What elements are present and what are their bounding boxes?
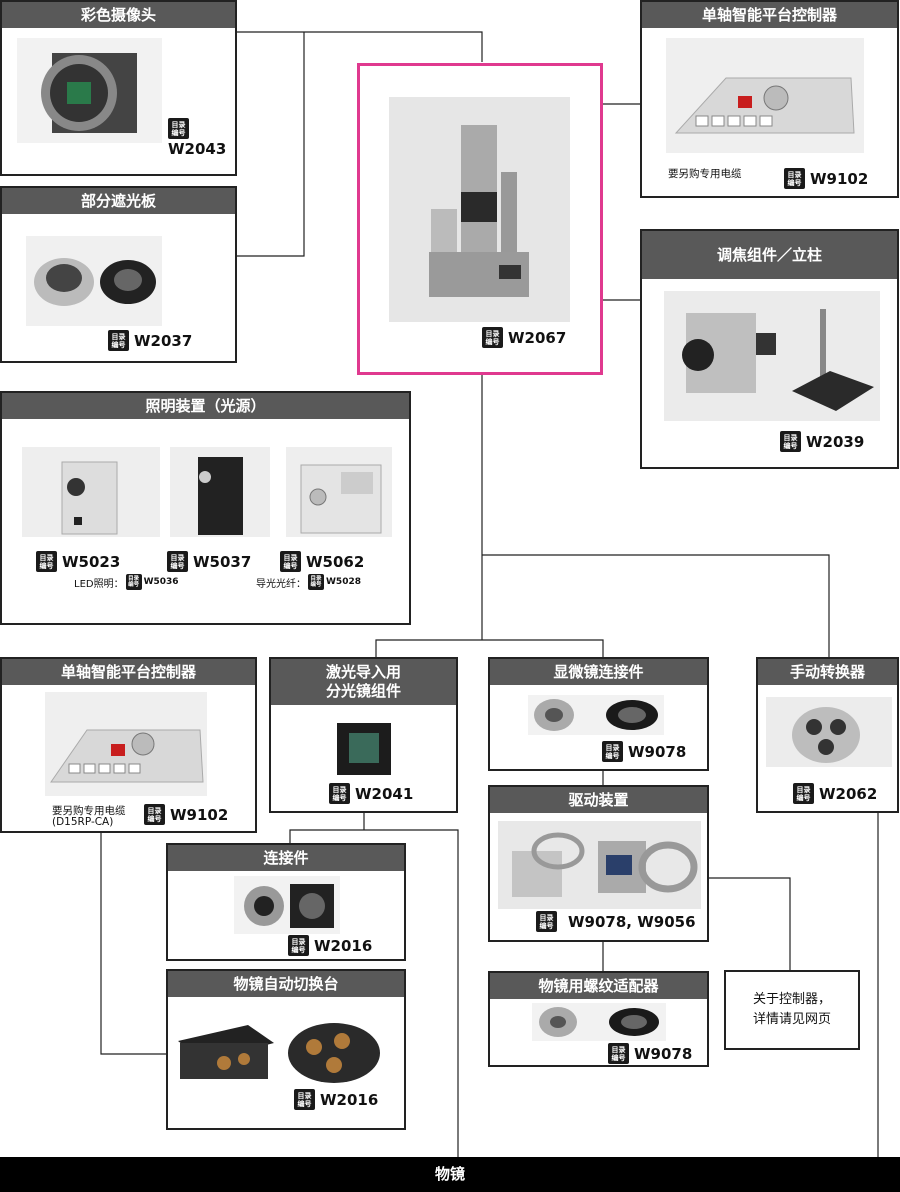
catalog-badge-icon: 目录编号 xyxy=(536,911,557,932)
scope-connector-box[interactable]: 显微镜连接件 目录编号 W9078 xyxy=(488,657,709,771)
controller-top-photo xyxy=(666,38,864,153)
connector-box[interactable]: 连接件 目录编号 W2016 xyxy=(166,843,406,961)
laser-photo xyxy=(329,715,399,781)
controller-top-box[interactable]: 单轴智能平台控制器 要另购专用电缆 目录编号 W9102 xyxy=(640,0,899,198)
camera-box[interactable]: 彩色摄像头 目录编号 W2043 xyxy=(0,0,237,176)
manual-revolver-box[interactable]: 手动转换器 目录编号 W2062 xyxy=(756,657,899,813)
catalog-badge-icon: 目录编号 xyxy=(36,551,57,572)
connector-title: 连接件 xyxy=(168,845,404,871)
thread-adapter-code: 目录编号 W9078 xyxy=(608,1043,692,1064)
catalog-badge-icon: 目录编号 xyxy=(167,551,188,572)
controller-left-code: 目录编号 W9102 xyxy=(144,804,228,825)
auto-switch-code: 目录编号 W2016 xyxy=(294,1089,378,1110)
auto-switch-title: 物镜自动切换台 xyxy=(168,971,404,997)
shade-code: 目录编号 W2037 xyxy=(108,330,192,351)
controller-left-photo xyxy=(45,692,207,796)
objective-footer: 物镜 xyxy=(0,1157,900,1192)
controller-left-box[interactable]: 单轴智能平台控制器 要另购专用电缆 (D15RP-CA) 目录编号 W9102 xyxy=(0,657,257,833)
focus-box[interactable]: 调焦组件／立柱 目录编号 W2039 xyxy=(640,229,899,469)
scope-connector-code: 目录编号 W9078 xyxy=(602,741,686,762)
catalog-badge-icon: 目录编号 xyxy=(280,551,301,572)
focus-photo xyxy=(664,291,880,421)
drive-unit-box[interactable]: 驱动装置 目录编号 W9078, W9056 xyxy=(488,785,709,942)
shade-box[interactable]: 部分遮光板 目录编号 W2037 xyxy=(0,186,237,363)
light-code-1: 目录编号 W5023 xyxy=(36,551,120,572)
catalog-badge-icon: 目录编号 xyxy=(308,574,324,590)
light-code-3: 目录编号 W5062 xyxy=(280,551,364,572)
controller-top-title: 单轴智能平台控制器 xyxy=(642,2,897,28)
thread-adapter-photo xyxy=(532,1003,666,1041)
catalog-badge-icon: 目录编号 xyxy=(608,1043,629,1064)
catalog-badge-icon: 目录编号 xyxy=(602,741,623,762)
camera-photo xyxy=(17,38,162,143)
controller-info-note: 关于控制器， 详情请见网页 xyxy=(724,970,860,1050)
controller-left-note-1: 要另购专用电缆 xyxy=(52,805,126,817)
connector-photo xyxy=(234,876,340,934)
thread-adapter-box[interactable]: 物镜用螺纹适配器 目录编号 W9078 xyxy=(488,971,709,1067)
thread-adapter-title: 物镜用螺纹适配器 xyxy=(490,973,707,999)
controller-top-note: 要另购专用电缆 xyxy=(668,168,742,180)
scope-connector-title: 显微镜连接件 xyxy=(490,659,707,685)
auto-switch-box[interactable]: 物镜自动切换台 目录编号 W2016 xyxy=(166,969,406,1130)
controller-left-note-2: (D15RP-CA) xyxy=(52,816,114,828)
led-code: LED照明： 目录编号 W5036 xyxy=(74,574,179,590)
main-unit-box[interactable]: 目录编号 W2067 xyxy=(357,63,603,375)
auto-switch-photo xyxy=(174,1011,400,1093)
controller-left-title: 单轴智能平台控制器 xyxy=(2,659,255,685)
catalog-badge-icon: 目录编号 xyxy=(125,574,142,590)
catalog-badge-icon: 目录编号 xyxy=(780,431,801,452)
laser-title: 激光导入用 分光镜组件 xyxy=(271,659,456,705)
laser-code: 目录编号 W2041 xyxy=(329,783,413,804)
shade-photo xyxy=(26,236,162,326)
light-source-box[interactable]: 照明装置（光源） 目录编号 W5023 目录编号 W5037 目录编号 W506… xyxy=(0,391,411,625)
catalog-badge-icon: 目录编号 xyxy=(168,118,189,139)
light-code-2: 目录编号 W5037 xyxy=(167,551,251,572)
manual-revolver-title: 手动转换器 xyxy=(758,659,897,685)
drive-unit-title: 驱动装置 xyxy=(490,787,707,813)
focus-code: 目录编号 W2039 xyxy=(780,431,864,452)
camera-code: 目录编号 W2043 xyxy=(168,118,226,158)
fiber-code: 导光光纤： 目录编号 W5028 xyxy=(256,574,361,590)
catalog-badge-icon: 目录编号 xyxy=(793,783,814,804)
drive-unit-code: 目录编号 W9078, W9056 xyxy=(536,911,696,932)
catalog-badge-icon: 目录编号 xyxy=(482,327,503,348)
light-source-title: 照明装置（光源） xyxy=(2,393,409,419)
catalog-badge-icon: 目录编号 xyxy=(108,330,129,351)
connector-code: 目录编号 W2016 xyxy=(288,935,372,956)
drive-unit-photo xyxy=(498,821,701,909)
main-unit-code: 目录编号 W2067 xyxy=(482,327,566,348)
light-photo-2 xyxy=(170,447,270,537)
laser-box[interactable]: 激光导入用 分光镜组件 目录编号 W2041 xyxy=(269,657,458,813)
shade-title: 部分遮光板 xyxy=(2,188,235,214)
light-photo-3 xyxy=(286,447,392,537)
catalog-badge-icon: 目录编号 xyxy=(294,1089,315,1110)
manual-revolver-photo xyxy=(766,697,892,767)
light-photo-1 xyxy=(22,447,160,537)
catalog-badge-icon: 目录编号 xyxy=(144,804,165,825)
catalog-badge-icon: 目录编号 xyxy=(288,935,309,956)
controller-top-code: 目录编号 W9102 xyxy=(784,168,868,189)
main-unit-photo xyxy=(389,97,570,322)
catalog-badge-icon: 目录编号 xyxy=(784,168,805,189)
catalog-badge-icon: 目录编号 xyxy=(329,783,350,804)
focus-title: 调焦组件／立柱 xyxy=(642,231,897,279)
manual-revolver-code: 目录编号 W2062 xyxy=(793,783,877,804)
camera-title: 彩色摄像头 xyxy=(2,2,235,28)
scope-connector-photo xyxy=(528,695,664,735)
